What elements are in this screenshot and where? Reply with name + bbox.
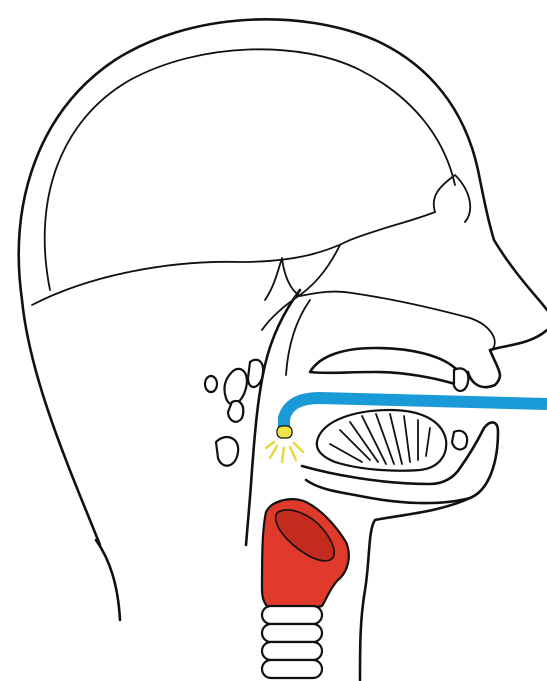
vertebra-fragment-5: [216, 437, 238, 466]
trachea: [262, 606, 322, 678]
nasal-cavity-contour: [262, 245, 495, 350]
vertebra-fragment-4: [228, 401, 243, 422]
vertebra-fragment-1: [205, 376, 217, 392]
tongue: [317, 410, 446, 471]
neck-posterior-contour: [96, 540, 120, 620]
head-outer-profile: [19, 19, 547, 545]
light-ray-5: [294, 443, 303, 452]
light-ray-4: [290, 447, 296, 460]
skull-inner-line: [45, 49, 455, 290]
chin-to-neck-contour: [360, 498, 470, 680]
trachea-ring-4: [262, 660, 322, 678]
vertebra-fragment-3: [248, 360, 263, 387]
trachea-ring-1: [262, 606, 322, 624]
pterygoid-process: [265, 258, 300, 300]
light-ray-2: [270, 446, 277, 458]
vertebra-fragment-2: [224, 369, 247, 404]
light-ray-3: [282, 448, 284, 462]
upper-tooth: [454, 369, 468, 391]
endoscope-tip-light: [277, 426, 292, 438]
trachea-ring-2: [262, 624, 322, 642]
cranial-base: [32, 175, 470, 305]
trachea-ring-3: [262, 642, 322, 660]
lower-tooth: [452, 431, 467, 450]
pharynx-anterior-wall: [286, 300, 310, 375]
hard-palate: [310, 348, 460, 384]
light-ray-1: [266, 442, 274, 448]
light-rays: [266, 442, 303, 462]
